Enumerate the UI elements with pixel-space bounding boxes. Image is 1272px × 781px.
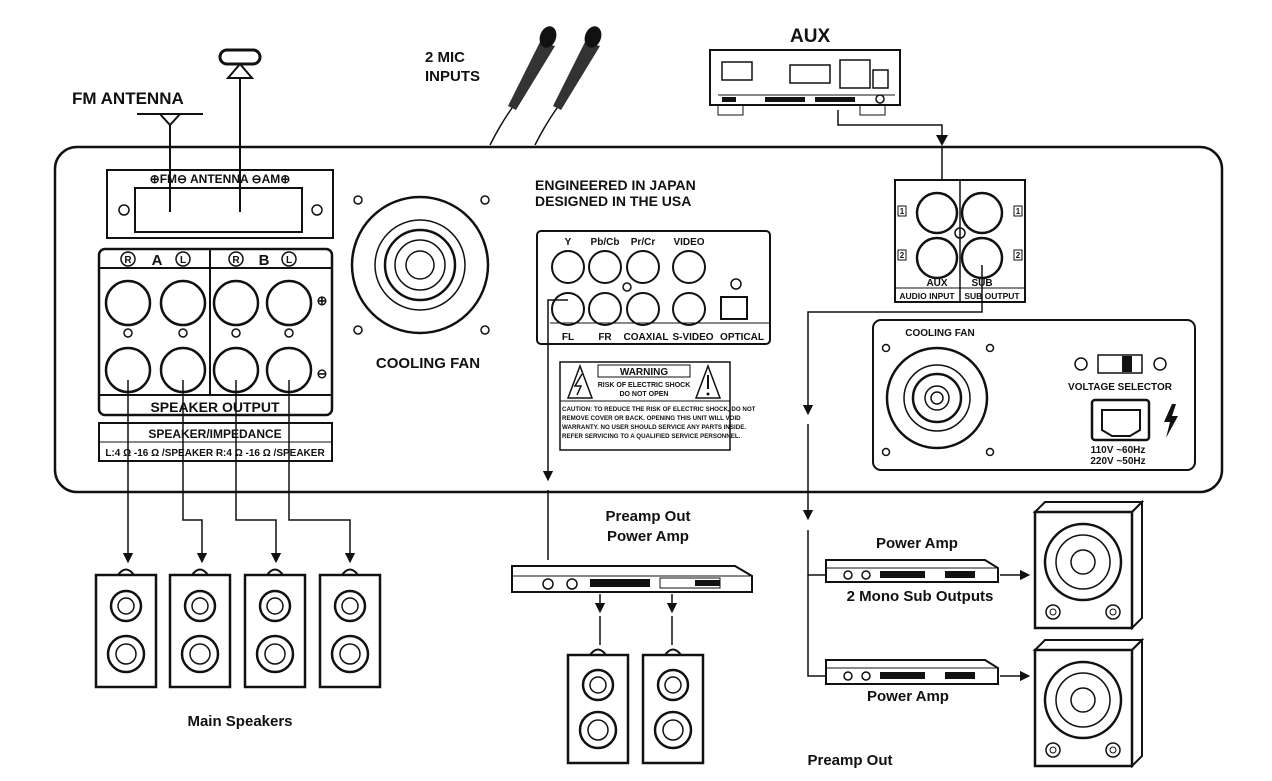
optical-label: OPTICAL [720,332,764,343]
lightning-warning-icon [566,363,594,399]
speaker-cabinet-icon [243,568,307,689]
svg-text:⊖: ⊖ [317,366,328,381]
power-amp-center-label: Power Amp [607,528,689,545]
fr-label: FR [598,332,612,343]
sub-cable [802,265,983,416]
mic-inputs-label-1: 2 MIC [425,49,465,66]
cd-player-icon [709,49,901,116]
speaker-cabinet-icon [168,568,232,689]
speaker-output-block: R A L R B L ⊕ ⊖ SPEAKER OUTPUT [97,247,334,417]
zone-b-label: B [259,252,270,269]
am-antenna-icon [218,48,262,212]
rack-amplifier-icon [825,559,999,583]
sub-output-label: SUB OUTPUT [964,291,1020,301]
aux-jack-label: AUX [926,278,947,289]
speaker-cabinet-icon [318,568,382,689]
voltage-220-label: 220V ~50Hz [1090,456,1145,467]
microphone-icon [534,26,602,146]
s-video-label: S-VIDEO [672,332,713,343]
preamp-cable [542,299,568,482]
voltage-110-label: 110V ~60Hz [1091,445,1146,456]
mic-inputs-label-2: INPUTS [425,68,480,85]
main-speakers-label: Main Speakers [187,713,292,730]
subwoofer-icon [1032,637,1145,769]
jack-num-2a: 2 [900,251,905,260]
microphone-icon [489,26,557,146]
power-amp-top-label: Power Amp [876,535,958,552]
cooling-fan-label: COOLING FAN [376,355,480,372]
designed-label: DESIGNED IN THE USA [535,193,691,209]
speaker-output-label: SPEAKER OUTPUT [150,399,280,415]
video-label: VIDEO [673,237,704,248]
caution-line-3: WARRANTY. NO USER SHOULD SERVICE ANY PAR… [562,424,746,431]
pr-label: Pr/Cr [631,237,656,248]
voltage-selector-switch [1074,354,1167,374]
svg-text:⊕: ⊕ [317,293,328,308]
warning-box: WARNING RISK OF ELECTRIC SHOCK DO NOT OP… [559,361,756,451]
zone-a-l-label: L [180,255,186,266]
audio-input-label: AUDIO INPUT [899,291,955,301]
cooling-fan-small-label: COOLING FAN [905,328,974,339]
antenna-terminal: ⊕FM⊖ ANTENNA ⊖AM⊕ [106,169,334,239]
zone-b-r-label: R [232,255,240,266]
fl-label: FL [562,332,574,343]
cooling-fan-small-icon [881,343,995,457]
exclamation-warning-icon [694,363,722,399]
zone-a-r-label: R [124,255,132,266]
caution-line-2: REMOVE COVER OR BACK. OPENING THIS UNIT … [562,415,741,422]
warning-line-1: RISK OF ELECTRIC SHOCK [598,382,691,389]
speaker-cabinet-icon [94,568,158,689]
cooling-fan-large-icon [350,195,490,335]
speaker-cabinet-icon [566,648,630,765]
engineered-label: ENGINEERED IN JAPAN [535,177,696,193]
zone-b-l-label: L [286,255,292,266]
aux-cable [837,110,943,135]
zone-a-label: A [152,252,163,269]
speaker-impedance-title: SPEAKER/IMPEDANCE [148,427,281,441]
speaker-cabinet-icon [641,648,705,765]
rack-amplifier-icon [511,565,753,593]
preamp-out-bottom-label: Preamp Out [807,752,892,769]
jack-num-2b: 2 [1016,251,1021,260]
caution-line-4: REFER SERVICING TO A QUALIFIED SERVICE P… [562,433,741,440]
y-label: Y [565,237,572,248]
lightning-icon [1164,404,1178,438]
warning-title: WARNING [620,367,669,378]
antenna-terminal-label: ⊕FM⊖ ANTENNA ⊖AM⊕ [150,172,291,186]
rack-amplifier-icon [825,659,999,685]
speaker-impedance-values: L:4 Ω -16 Ω /SPEAKER R:4 Ω -16 Ω /SPEAKE… [105,448,325,459]
speaker-impedance-box: SPEAKER/IMPEDANCE L:4 Ω -16 Ω /SPEAKER R… [98,422,333,462]
coaxial-label: COAXIAL [624,332,669,343]
subwoofer-icon [1032,499,1145,631]
aux-label: AUX [790,26,830,47]
voltage-selector-label: VOLTAGE SELECTOR [1068,382,1173,393]
caution-line-1: CAUTION: TO REDUCE THE RISK OF ELECTRIC … [562,406,756,413]
speaker-cables [122,380,356,564]
power-panel: COOLING FAN VOLTAGE SELECTOR 110V ~60Hz … [872,319,1196,471]
rear-panel [53,145,1224,494]
aux-sub-jack-block: 1 1 2 2 AUX SUB AUDIO INPUT SUB OUTPUT [894,179,1026,303]
jack-num-1b: 1 [1016,207,1021,216]
power-inlet-icon [1090,398,1151,442]
warning-line-2: DO NOT OPEN [619,391,668,398]
power-amp-bottom-label: Power Amp [867,688,949,705]
jack-num-1a: 1 [900,207,905,216]
preamp-out-label: Preamp Out [605,508,690,525]
fm-antenna-icon [137,113,203,212]
fm-antenna-label: FM ANTENNA [72,89,184,108]
video-audio-panel: Y Pb/Cb Pr/Cr VIDEO FL FR COAXIAL S-VIDE… [536,230,771,345]
pb-label: Pb/Cb [591,237,620,248]
mono-sub-outputs-label: 2 Mono Sub Outputs [847,588,994,605]
